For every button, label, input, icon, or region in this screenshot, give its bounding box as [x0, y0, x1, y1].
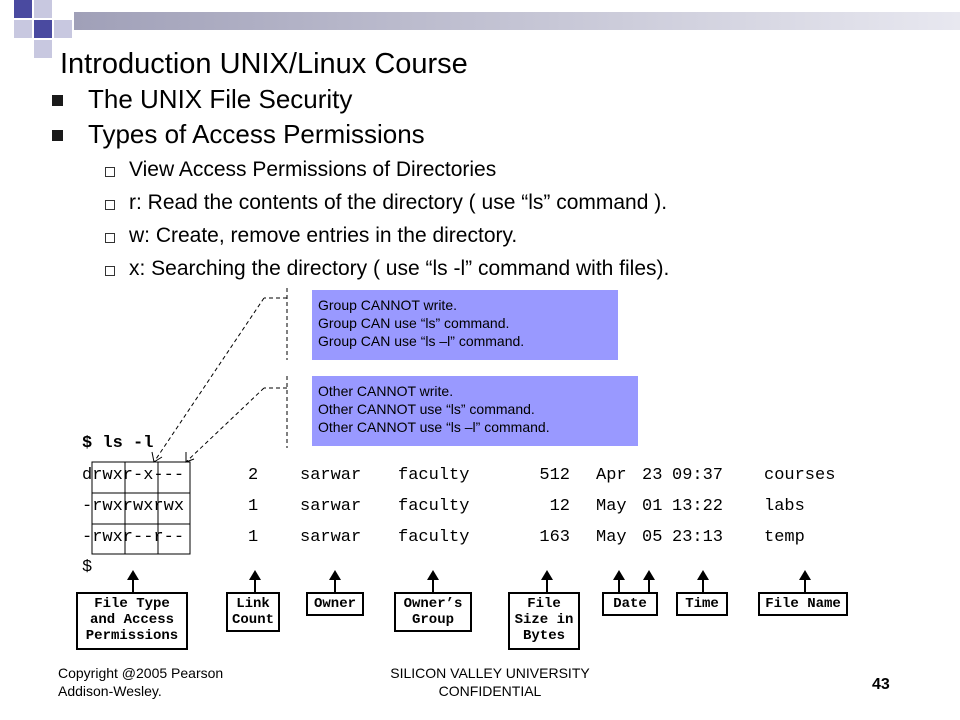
- subbullet-text: r: Read the contents of the directory ( …: [129, 191, 668, 214]
- time-cell: 09:37: [672, 466, 724, 485]
- hollow-square-bullet-icon: [105, 233, 115, 243]
- month-cell: May: [596, 497, 627, 516]
- owner-cell: sarwar: [300, 528, 362, 547]
- permissions-cell: -rwxr--r--: [82, 528, 185, 547]
- links-cell: 1: [248, 497, 259, 516]
- file-name-label: File Name: [758, 592, 848, 616]
- size-cell: 12: [549, 497, 570, 516]
- subbullet-text: x: Searching the directory ( use “ls -l”…: [129, 257, 670, 280]
- header-decoration: [0, 0, 960, 60]
- hollow-square-bullet-icon: [105, 167, 115, 177]
- up-arrow-icon: [643, 570, 655, 592]
- group-cell: faculty: [398, 528, 470, 547]
- up-arrow-icon: [613, 570, 625, 592]
- day-cell: 05: [642, 528, 663, 547]
- permissions-cell: drwxr-x---: [82, 466, 185, 485]
- subbullet-text: w: Create, remove entries in the directo…: [129, 224, 518, 247]
- file-type-label: File Type and Access Permissions: [76, 592, 188, 650]
- up-arrow-icon: [541, 570, 553, 592]
- up-arrow-icon: [427, 570, 439, 592]
- bullet-text: The UNIX File Security: [88, 84, 353, 114]
- owner-cell: sarwar: [300, 497, 362, 516]
- links-cell: 2: [248, 466, 259, 485]
- square-bullet-icon: [52, 95, 63, 106]
- group-cell: faculty: [398, 497, 470, 516]
- subbullet-text: View Access Permissions of Directories: [129, 158, 497, 181]
- callout-line: Group CAN use “ls –l” command.: [318, 333, 525, 349]
- callout-line: Other CANNOT write.: [318, 383, 454, 399]
- group-permission-callout: Group CANNOT write. Group CAN use “ls” c…: [312, 290, 618, 360]
- other-permission-callout: Other CANNOT write. Other CANNOT use “ls…: [312, 376, 638, 446]
- month-cell: Apr: [596, 466, 627, 485]
- day-cell: 23: [642, 466, 663, 485]
- permissions-cell: -rwxrwxrwx: [82, 497, 185, 516]
- up-arrow-icon: [329, 570, 341, 592]
- name-cell: labs: [764, 497, 805, 516]
- owners-group-label: Owner’s Group: [394, 592, 472, 632]
- links-cell: 1: [248, 528, 259, 547]
- owner-cell: sarwar: [300, 466, 362, 485]
- footer-confidential: SILICON VALLEY UNIVERSITY CONFIDENTIAL: [390, 665, 590, 699]
- name-cell: temp: [764, 528, 805, 547]
- square-bullet-icon: [52, 130, 63, 141]
- hollow-square-bullet-icon: [105, 200, 115, 210]
- link-count-label: Link Count: [226, 592, 280, 632]
- month-cell: May: [596, 528, 627, 547]
- bullet-text: Types of Access Permissions: [88, 119, 425, 149]
- time-label: Time: [676, 592, 728, 616]
- slide-title: Introduction UNIX/Linux Course: [60, 48, 468, 80]
- callout-line: Other CANNOT use “ls” command.: [318, 401, 535, 417]
- terminal-command: $ ls -l: [82, 434, 154, 453]
- name-cell: courses: [764, 466, 836, 485]
- callout-line: Group CAN use “ls” command.: [318, 315, 510, 331]
- up-arrow-icon: [697, 570, 709, 592]
- group-cell: faculty: [398, 466, 470, 485]
- callout-line: Other CANNOT use “ls –l” command.: [318, 419, 550, 435]
- date-label: Date: [602, 592, 658, 616]
- up-arrow-icon: [127, 570, 139, 592]
- size-cell: 163: [539, 528, 570, 547]
- time-cell: 13:22: [672, 497, 724, 516]
- owner-label: Owner: [306, 592, 364, 616]
- footer-copyright: Copyright @2005 Pearson Addison-Wesley.: [58, 665, 224, 699]
- up-arrow-icon: [799, 570, 811, 592]
- time-cell: 23:13: [672, 528, 724, 547]
- hollow-square-bullet-icon: [105, 266, 115, 276]
- size-cell: 512: [539, 466, 570, 485]
- terminal-prompt: $: [82, 558, 93, 577]
- day-cell: 01: [642, 497, 663, 516]
- file-size-label: File Size in Bytes: [508, 592, 580, 650]
- up-arrow-icon: [249, 570, 261, 592]
- callout-line: Group CANNOT write.: [318, 297, 457, 313]
- page-number: 43: [872, 676, 890, 693]
